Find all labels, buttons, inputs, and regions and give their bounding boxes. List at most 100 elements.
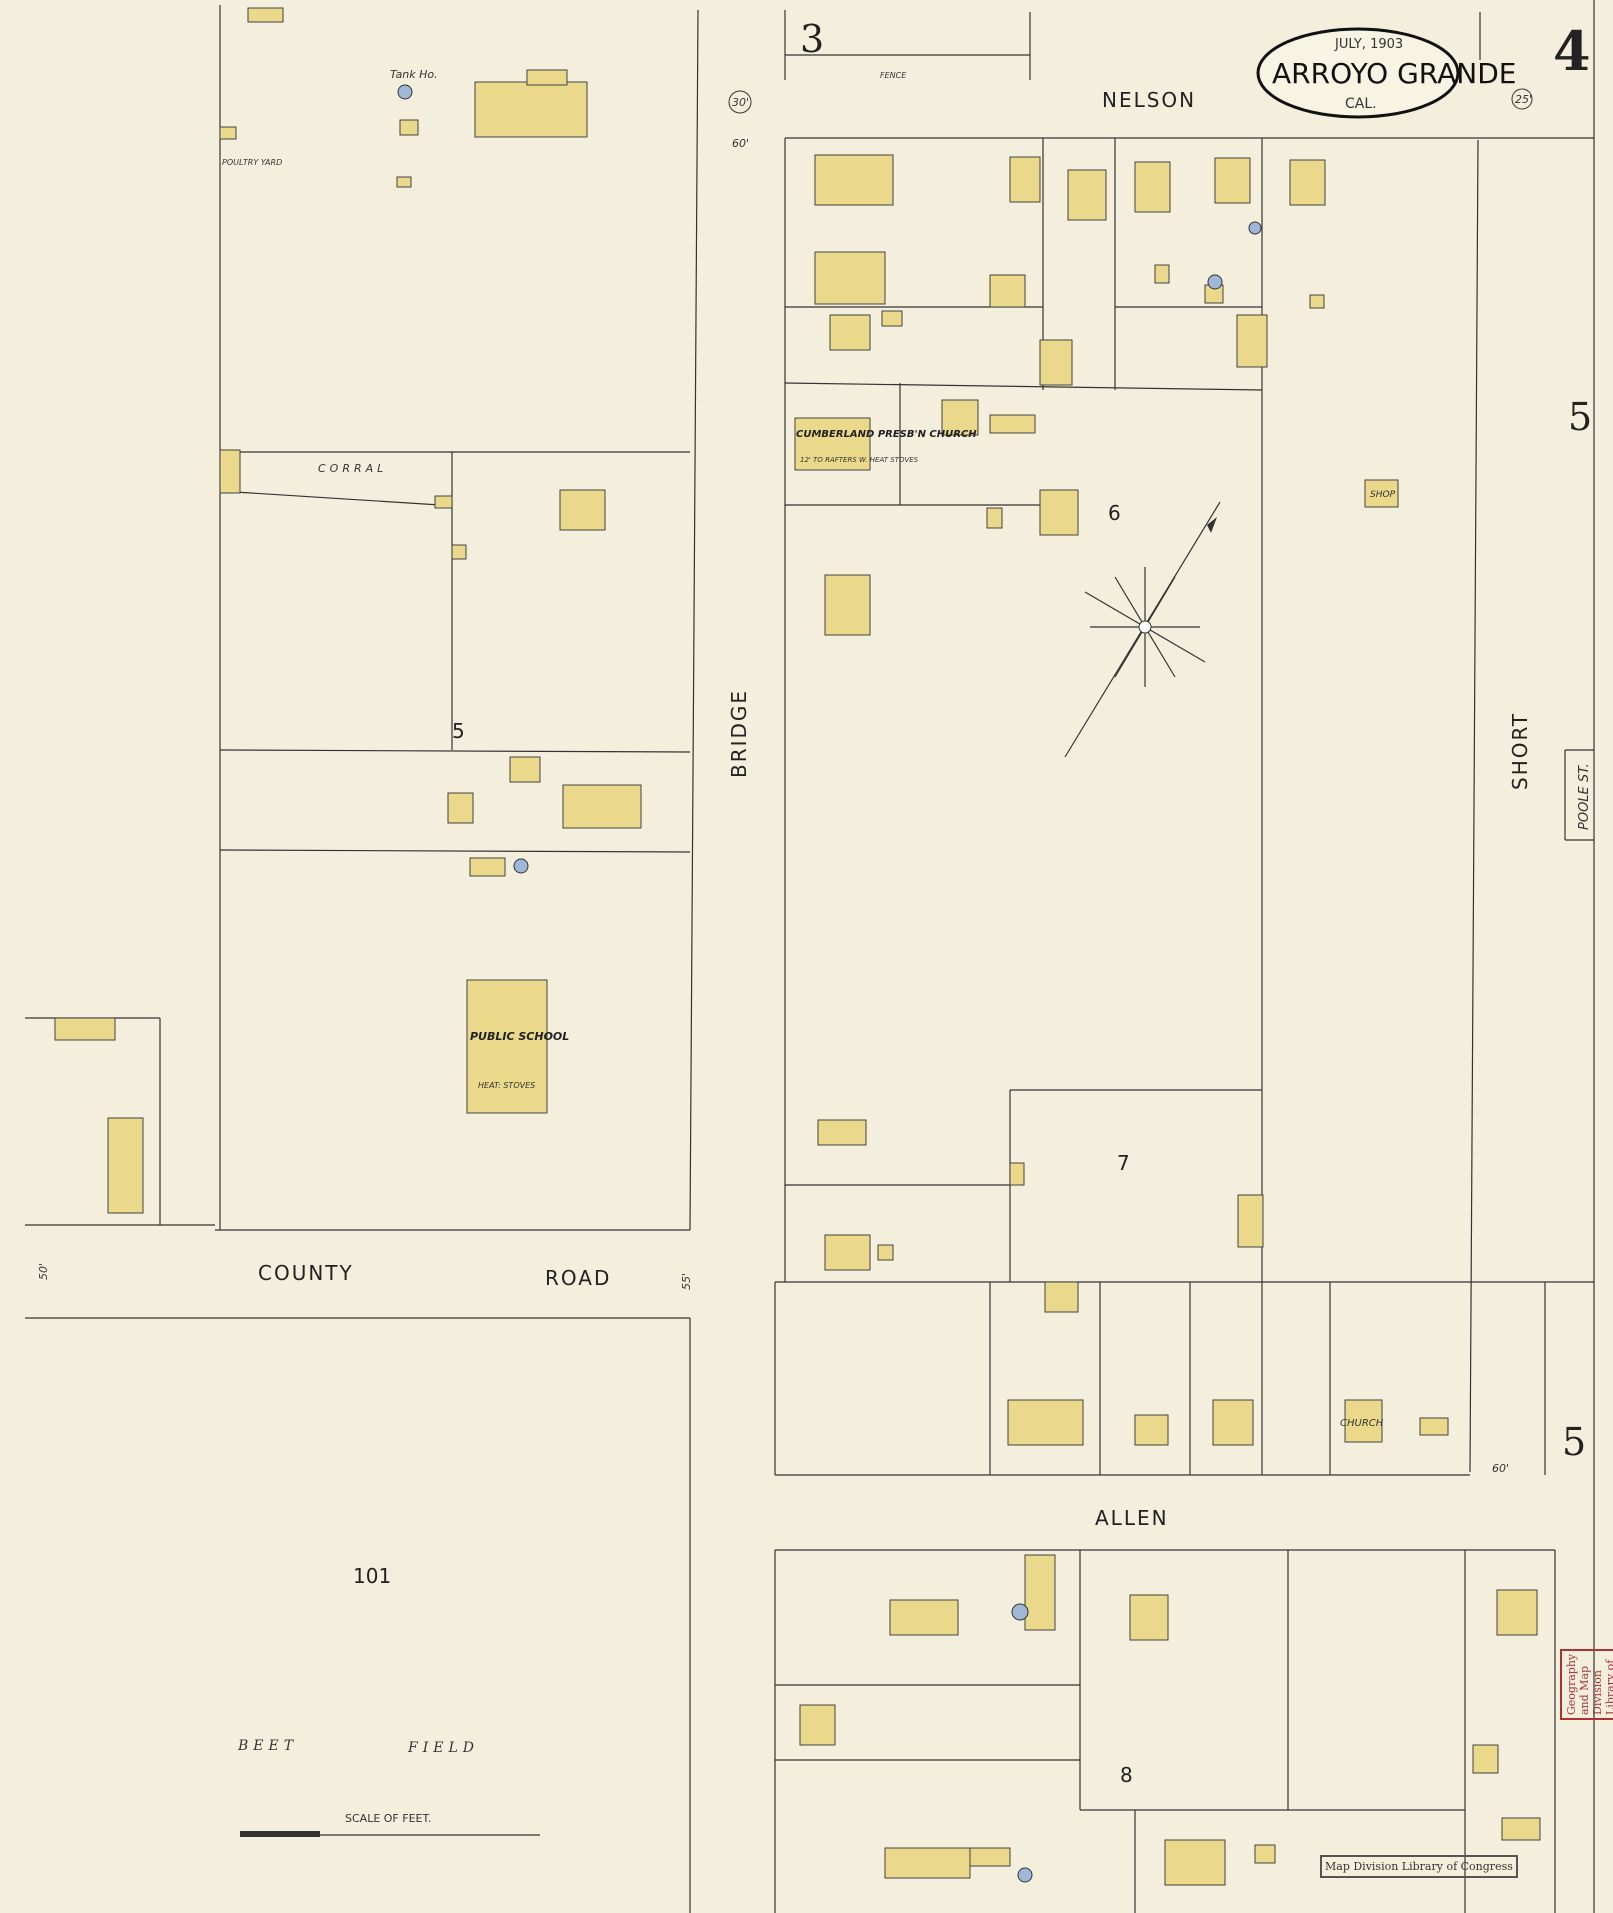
- title-cartouche: [1256, 27, 1460, 119]
- label-public-school: PUBLIC SCHOOL: [470, 1030, 569, 1043]
- tank-icon: [1011, 1603, 1029, 1621]
- outbuilding: [1309, 294, 1325, 309]
- outbuilding: [219, 126, 237, 140]
- church: [1344, 1399, 1383, 1443]
- outbuilding: [434, 495, 453, 509]
- shed: [1501, 1817, 1541, 1841]
- label-poultry-yard: POULTRY YARD: [222, 158, 282, 167]
- dwelling: [1134, 1414, 1169, 1446]
- street-width: 60': [732, 137, 749, 150]
- dwelling: [1067, 169, 1107, 221]
- block-5-outline: [215, 5, 699, 1231]
- block-8-outline: [774, 1549, 1556, 1913]
- title-state: CAL.: [1345, 96, 1377, 112]
- width-circle: [728, 90, 752, 114]
- dwelling: [1212, 1399, 1254, 1446]
- shed: [1237, 1194, 1264, 1248]
- dwelling: [562, 784, 642, 829]
- dwelling: [1164, 1839, 1226, 1886]
- dwelling: [814, 154, 894, 206]
- outbuilding: [509, 756, 541, 783]
- dwelling: [1289, 159, 1326, 206]
- adjacent-sheet-top-left: 3: [800, 17, 824, 61]
- label-field: FIELD: [407, 1740, 479, 1756]
- dwelling: [1129, 1594, 1169, 1641]
- shed: [1044, 1281, 1079, 1313]
- block-number-101: 101: [353, 1564, 391, 1588]
- street-width: 25': [1515, 93, 1532, 106]
- dwelling: [824, 1234, 871, 1271]
- lc-stamp: Geography and Map Division Library of Co…: [1560, 1648, 1613, 1720]
- dwelling: [889, 1599, 959, 1636]
- street-bridge: BRIDGE: [727, 689, 751, 778]
- shed: [447, 792, 474, 824]
- title-town: ARROYO GRANDE: [1272, 57, 1516, 90]
- public-school: [466, 979, 548, 1114]
- street-width: 50': [37, 1263, 50, 1280]
- street-road: ROAD: [545, 1266, 611, 1290]
- shed: [1236, 314, 1268, 368]
- block-101-outline: [25, 1317, 691, 1913]
- block-number-5: 5: [452, 719, 465, 743]
- outbuilding: [451, 544, 467, 560]
- dwelling: [829, 314, 871, 351]
- dwelling: [1214, 157, 1251, 204]
- buildings: [54, 7, 1541, 1886]
- outbuilding: [986, 507, 1003, 529]
- scale-bar: [240, 1831, 540, 1837]
- label-church: CHURCH: [1340, 1418, 1384, 1429]
- outbuilding: [399, 119, 419, 136]
- label-tank-house: Tank Ho.: [390, 68, 438, 81]
- outbuilding: [817, 1119, 867, 1146]
- church: [794, 417, 871, 471]
- library-stamp: Map Division Library of Congress: [1320, 1855, 1518, 1878]
- poole-st-strip: [1564, 749, 1594, 841]
- label-beet: BEET: [237, 1738, 298, 1754]
- street-width: 60': [1492, 1462, 1509, 1475]
- street-short: SHORT: [1508, 712, 1532, 790]
- outbuilding: [469, 857, 506, 877]
- shed: [54, 1017, 116, 1041]
- label-church-name: CUMBERLAND PRESB'N CHURCH: [796, 429, 977, 440]
- label-church-note: 12' TO RAFTERS W. HEAT STOVES: [800, 456, 919, 464]
- shed: [1039, 339, 1073, 386]
- label-fence: FENCE: [880, 71, 907, 80]
- outbuilding: [247, 7, 284, 23]
- outbuilding: [1419, 1417, 1449, 1436]
- outbuilding: [989, 414, 1036, 434]
- outbuilding: [1009, 1162, 1025, 1186]
- shed: [989, 274, 1026, 308]
- label-school-heat: HEAT: STOVES: [478, 1081, 535, 1090]
- label-scale: SCALE OF FEET.: [345, 1812, 431, 1825]
- street-width: 30': [732, 96, 749, 109]
- lower-strip-outline: [774, 1282, 1546, 1476]
- outbuilding: [969, 1847, 1011, 1867]
- shed: [219, 449, 241, 494]
- shed: [1024, 1554, 1056, 1631]
- block-number-8: 8: [1120, 1763, 1133, 1787]
- dwelling: [1007, 1399, 1084, 1446]
- tank-icon: [397, 84, 413, 100]
- outbuilding: [1154, 264, 1170, 284]
- street-county: COUNTY: [258, 1261, 354, 1285]
- shed: [1009, 156, 1041, 203]
- dwelling: [824, 574, 871, 636]
- tanks: [397, 84, 1262, 1883]
- tank-icon: [1248, 221, 1262, 235]
- block-number-6: 6: [1108, 501, 1121, 525]
- tank-icon: [1017, 1867, 1033, 1883]
- sheet-number: 4: [1553, 19, 1591, 83]
- title-date: JULY, 1903: [1334, 37, 1403, 52]
- shed: [1039, 489, 1079, 536]
- dwelling: [107, 1117, 144, 1214]
- block-number-7: 7: [1117, 1151, 1130, 1175]
- tank-icon: [513, 858, 529, 874]
- street-width: 55': [680, 1273, 693, 1290]
- street-nelson: NELSON: [1102, 88, 1196, 112]
- outbuilding: [881, 310, 903, 327]
- label-shop: SHOP: [1370, 490, 1396, 500]
- outbuilding: [877, 1244, 894, 1261]
- dwelling: [1134, 161, 1171, 213]
- block-6-7-outline: [775, 137, 1594, 1473]
